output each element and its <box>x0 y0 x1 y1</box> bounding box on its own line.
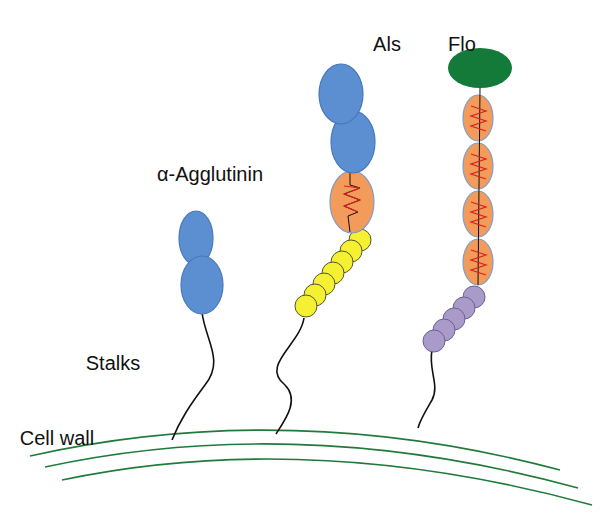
ig-domain <box>319 64 363 124</box>
threonine-rich-domain <box>463 191 493 237</box>
zigzag <box>471 202 486 227</box>
label: Flo <box>448 33 476 55</box>
stalk <box>418 350 435 428</box>
flo-adhesin <box>418 48 512 428</box>
label: Als <box>373 33 401 55</box>
threonine-rich-domain <box>463 143 493 189</box>
ig-domain <box>181 256 223 314</box>
zigzag <box>471 250 486 275</box>
threonine-rich-domain <box>463 95 493 141</box>
label: α-Agglutinin <box>157 163 263 185</box>
zigzag <box>471 154 486 179</box>
stalk <box>172 312 214 440</box>
label: Cell wall <box>20 427 94 449</box>
backbone <box>344 172 360 232</box>
cell-wall <box>30 430 592 505</box>
repeat-bead <box>423 330 445 352</box>
cell-wall-layer <box>62 459 592 505</box>
label: Stalks <box>86 352 140 374</box>
als-adhesin <box>276 64 375 434</box>
cell-wall-layer <box>30 430 560 470</box>
zigzag <box>344 186 360 212</box>
backbone <box>478 88 480 285</box>
zigzag <box>471 106 486 131</box>
repeat-bead <box>295 295 317 317</box>
threonine-rich-domain <box>330 171 374 233</box>
stalk <box>276 318 304 434</box>
alpha-agglutinin <box>172 211 223 440</box>
cell-wall-layer <box>45 444 578 488</box>
